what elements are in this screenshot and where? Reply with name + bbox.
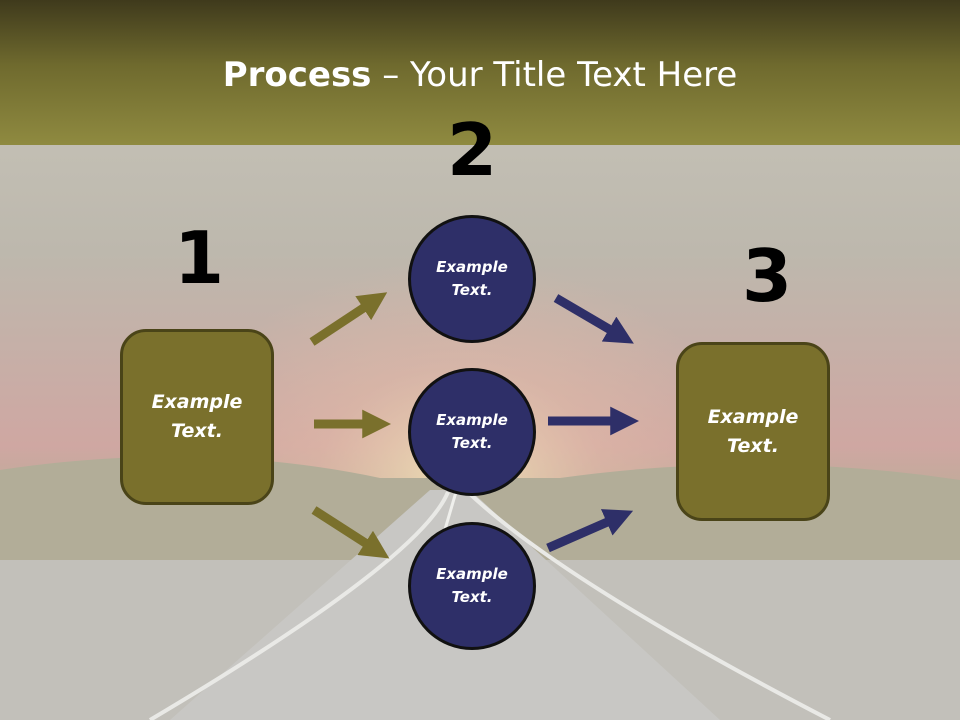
title-bold: Process [222,55,372,95]
page-title: Process – Your Title Text Here [0,52,960,98]
middle-node-bottom: Example Text. [408,522,536,650]
step-3-label: Example Text. [707,405,799,457]
step-number-3: 3 [741,234,793,318]
arrow-bottom-to-3 [546,509,634,553]
step-1-label: Example Text. [151,391,243,442]
middle-node-top-label: Example Text. [436,258,508,299]
middle-node-bottom-label: Example Text. [436,565,508,606]
arrow-top-to-3 [553,294,634,344]
arrow-1-to-bottom [311,506,390,559]
title-rest: – Your Title Text Here [371,55,738,95]
arrow-1-to-top [309,292,388,346]
title-banner [0,0,960,145]
step-number-1: 1 [173,216,225,300]
step-1-box: Example Text. [120,329,274,505]
step-number-2: 2 [446,108,498,192]
middle-node-center: Example Text. [408,368,536,496]
middle-node-top: Example Text. [408,215,536,343]
step-3-box: Example Text. [676,342,830,521]
middle-node-center-label: Example Text. [436,411,508,452]
